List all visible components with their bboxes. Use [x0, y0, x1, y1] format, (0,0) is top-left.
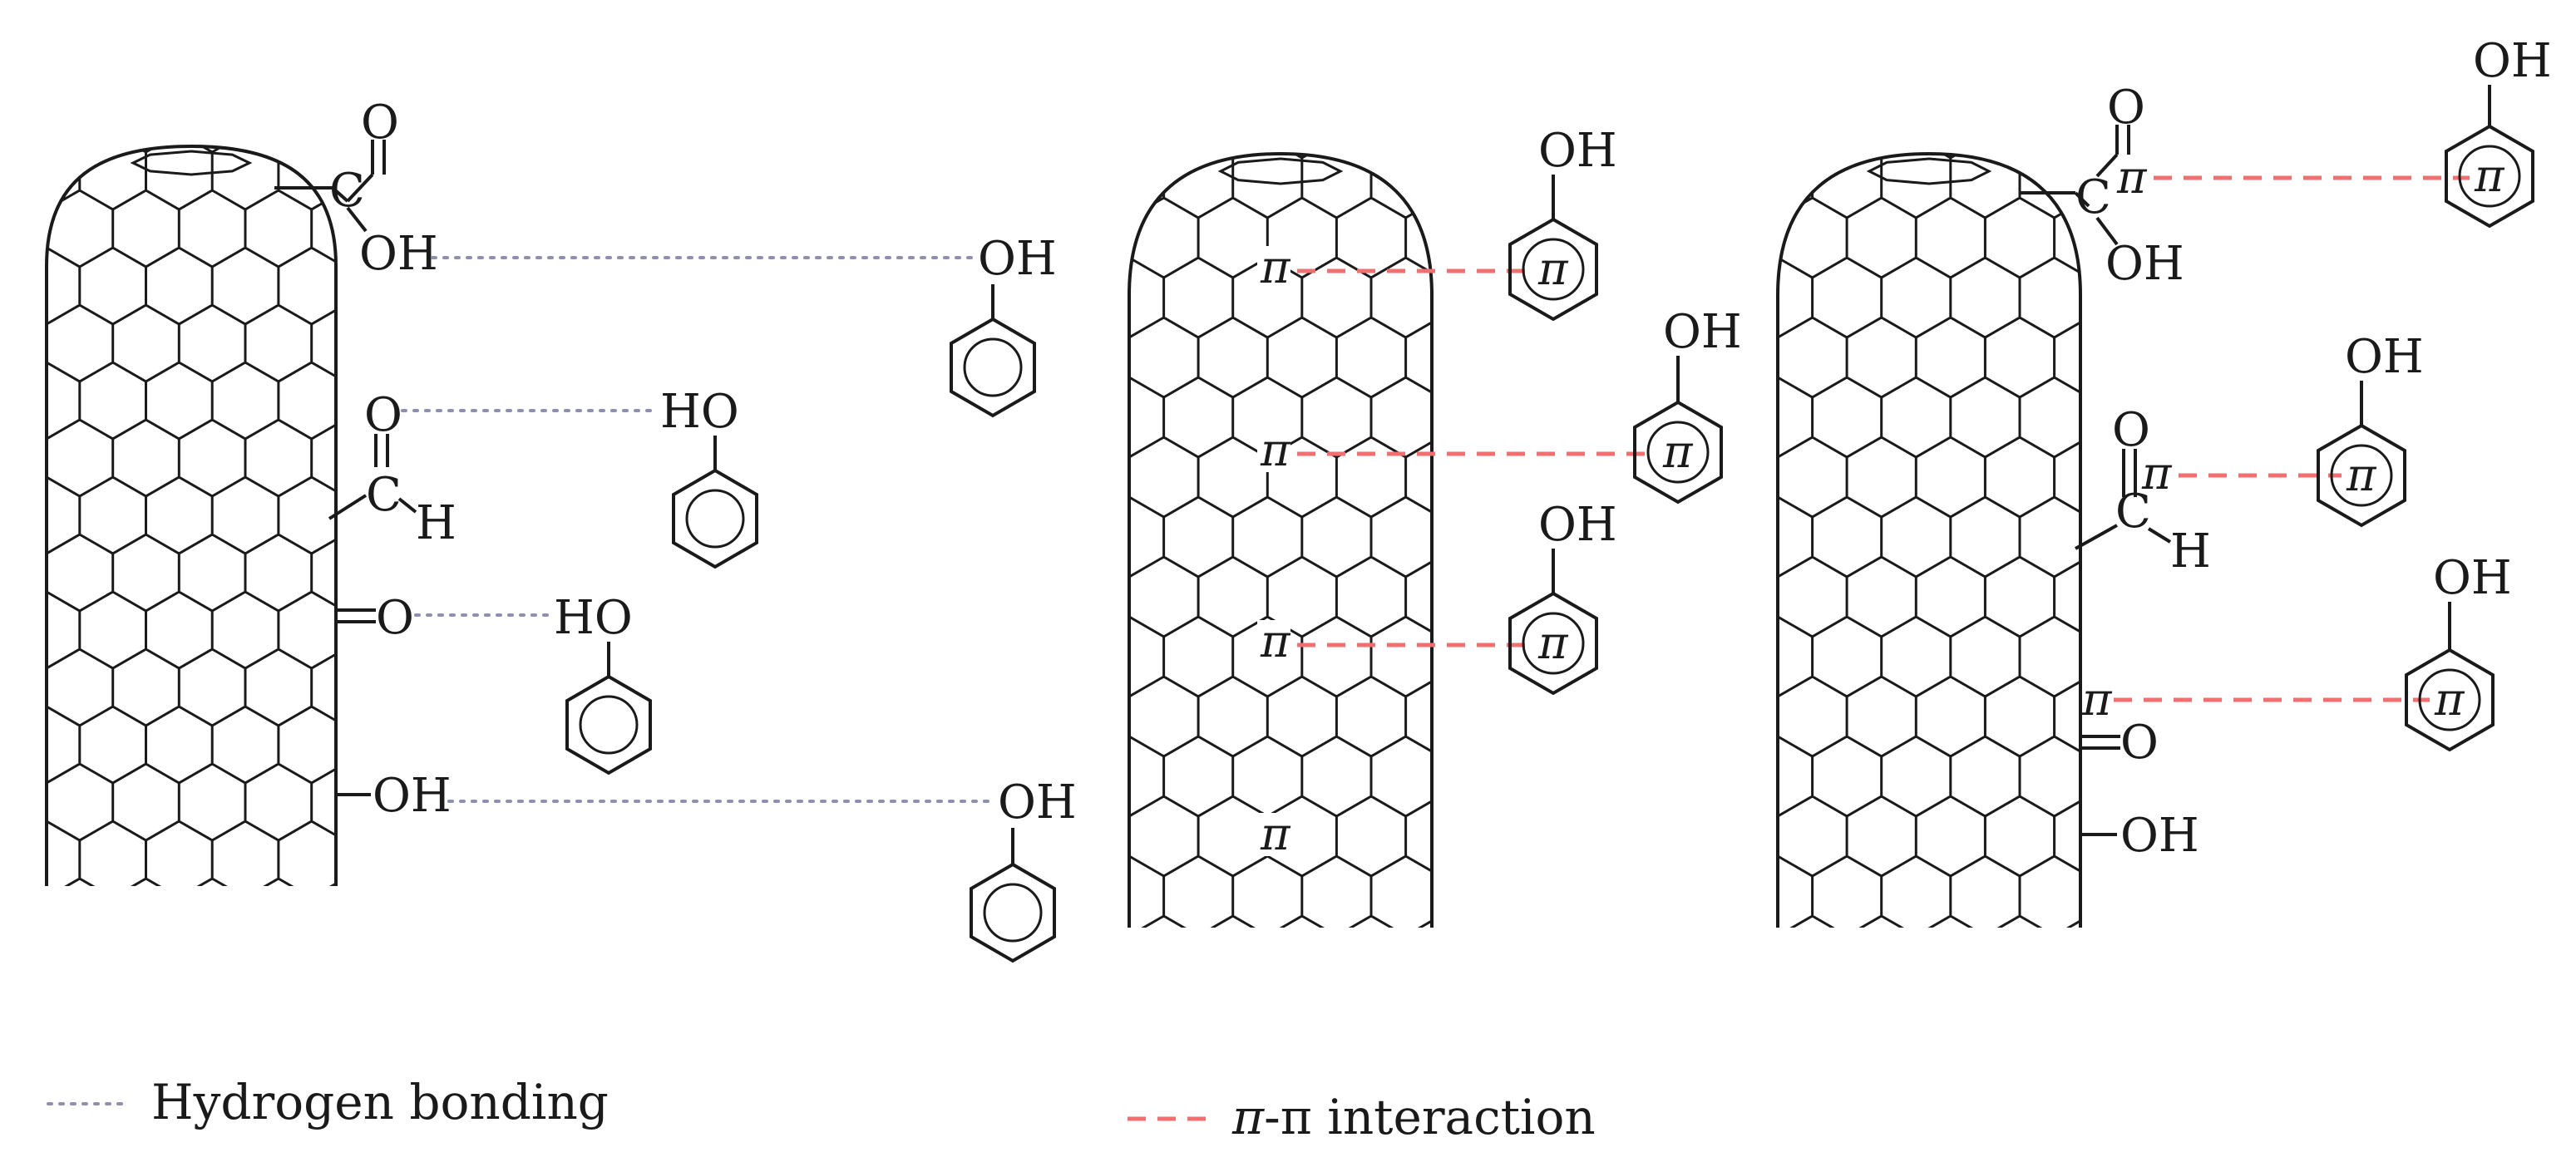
phenol-h4-oh-label: OH — [998, 775, 1077, 830]
phenol-h4-ring-icon — [970, 862, 1056, 963]
nanotube-1-cap — [130, 150, 253, 176]
nanotube-1-outline — [45, 144, 338, 886]
phenol-h3: HO — [554, 591, 652, 775]
pi-pi-interactions — [1297, 175, 2470, 702]
phenol-h2: HO — [660, 385, 758, 569]
tube3-functional-groups — [2021, 125, 2172, 836]
cap3-ring — [1866, 157, 1992, 185]
phenol-p5-oh-label: OH — [2345, 330, 2424, 384]
phenol-p2-pi-label: π — [1662, 426, 1694, 478]
tube2-pi-1: π — [1260, 241, 1291, 293]
nanotube-2-outline — [1128, 151, 1434, 928]
legend-pi-label: π-π interaction — [1231, 1089, 1596, 1145]
t3-hydroxyl-oh-label: OH — [2120, 809, 2199, 863]
mesh1-cells — [47, 146, 336, 886]
t3-carboxyl-oh-label: OH — [2105, 237, 2184, 291]
nanotube-3-cap — [1866, 157, 1992, 185]
phenol-p1-pi-label: π — [1537, 243, 1569, 295]
carboxyl-oh-label: OH — [359, 227, 438, 281]
legend-pi-pi: π-π interaction — [1128, 1089, 1596, 1145]
legend-pi-text: -π interaction — [1264, 1089, 1596, 1145]
phenol-h1: OH — [950, 232, 1057, 418]
tube2-pi-3: π — [1260, 615, 1291, 667]
phenol-p4-oh-label: OH — [2473, 34, 2552, 88]
pi-phenols: OH π OH π OH π OH π OH — [1508, 34, 2552, 752]
phenol-p3: OH π — [1508, 498, 1617, 696]
phenol-p1-oh-label: OH — [1538, 124, 1617, 178]
aldehyde-h-label: H — [416, 496, 456, 550]
carbonyl-o-label: O — [376, 591, 414, 645]
t3-aldehyde-o-label: O — [2112, 403, 2150, 457]
t3-aldehyde-c-label: C — [2115, 485, 2151, 539]
phenol-p2-ring-icon — [1633, 400, 1723, 505]
phenol-p4-pi-label: π — [2474, 150, 2505, 202]
hydrogen-bonds — [401, 256, 996, 803]
hydroxyl-oh-label: OH — [373, 769, 452, 823]
phenol-h1-ring-icon — [950, 317, 1036, 418]
tube3-group-labels: O C π OH O π C H π O OH — [2075, 81, 2211, 863]
nanotube-2-cap — [1217, 157, 1344, 185]
t3-carbonyl-o-label: O — [2120, 716, 2159, 770]
phenol-p6-oh-label: OH — [2433, 551, 2512, 605]
phenol-h2-ho-label: HO — [660, 385, 739, 439]
phenol-h2-ring-icon — [672, 468, 758, 569]
phenol-h3-ring-icon — [565, 674, 652, 775]
tube1-group-labels: O C OH O C H O OH — [329, 96, 456, 823]
t3-carbonyl-pi-label: π — [2081, 673, 2113, 726]
phenol-p3-oh-label: OH — [1538, 498, 1617, 552]
nanotube-3-hex-mesh — [1778, 154, 2080, 928]
panel1-phenols: OH HO HO OH — [554, 232, 1077, 963]
phenol-p2-oh-label: OH — [1663, 305, 1742, 359]
t3-aldehyde-h-label: H — [2170, 524, 2211, 579]
legend-pi-symbol: π — [1231, 1089, 1265, 1145]
phenol-h4: OH — [970, 775, 1077, 963]
phenol-p4: OH π — [2445, 34, 2552, 229]
carboxyl-c-label: C — [329, 164, 365, 218]
tube2-pi-2: π — [1260, 424, 1291, 476]
phenol-p5: OH π — [2317, 330, 2424, 528]
phenol-p1-ring-icon — [1508, 217, 1598, 322]
phenol-p1: OH π — [1508, 124, 1617, 322]
mesh3-cells — [1778, 154, 2080, 928]
legend: Hydrogen bonding π-π interaction — [47, 1074, 1596, 1145]
nanotube-3 — [1776, 151, 2082, 928]
nanotube-1 — [45, 144, 338, 886]
aldehyde-c-label: C — [366, 468, 402, 522]
tube1-functional-groups — [274, 140, 417, 796]
t3-carboxyl-c-label: C — [2075, 170, 2111, 224]
phenol-p6-ring-icon — [2405, 647, 2495, 752]
legend-hydrogen-bonding: Hydrogen bonding — [47, 1074, 609, 1130]
nanotube-2-hex-mesh — [1129, 154, 1432, 928]
phenol-p3-ring-icon — [1508, 591, 1598, 696]
phenol-h3-ho-label: HO — [554, 591, 633, 645]
phenol-p3-pi-label: π — [1537, 617, 1569, 669]
phenol-p5-pi-label: π — [2346, 449, 2377, 501]
t3-carboxyl-pi-label: π — [2116, 151, 2148, 204]
carboxyl-carbonyl-o-label: O — [361, 96, 399, 150]
t3-carboxyl-o-label: O — [2107, 81, 2145, 135]
aldehyde-o-label: O — [364, 388, 402, 442]
nanotube-2 — [1128, 151, 1434, 928]
phenol-p6: OH π — [2405, 551, 2512, 752]
tube2-pi-4: π — [1260, 808, 1291, 860]
t3-aldehyde-pi-label: π — [2141, 447, 2173, 500]
cap1-ring — [130, 150, 253, 176]
legend-hydrogen-label: Hydrogen bonding — [151, 1074, 609, 1130]
phenol-p6-pi-label: π — [2434, 673, 2465, 726]
phenol-h1-oh-label: OH — [978, 232, 1057, 286]
cap2-ring — [1217, 157, 1344, 185]
phenol-p2: OH π — [1633, 305, 1742, 505]
nanotube-1-hex-mesh — [47, 146, 336, 886]
nanotube-3-outline — [1776, 151, 2082, 928]
phenol-p5-ring-icon — [2317, 423, 2406, 528]
mesh2-cells — [1129, 154, 1432, 928]
tube2-pi-labels: π π π π — [1257, 241, 1291, 860]
phenol-p4-ring-icon — [2445, 124, 2534, 229]
